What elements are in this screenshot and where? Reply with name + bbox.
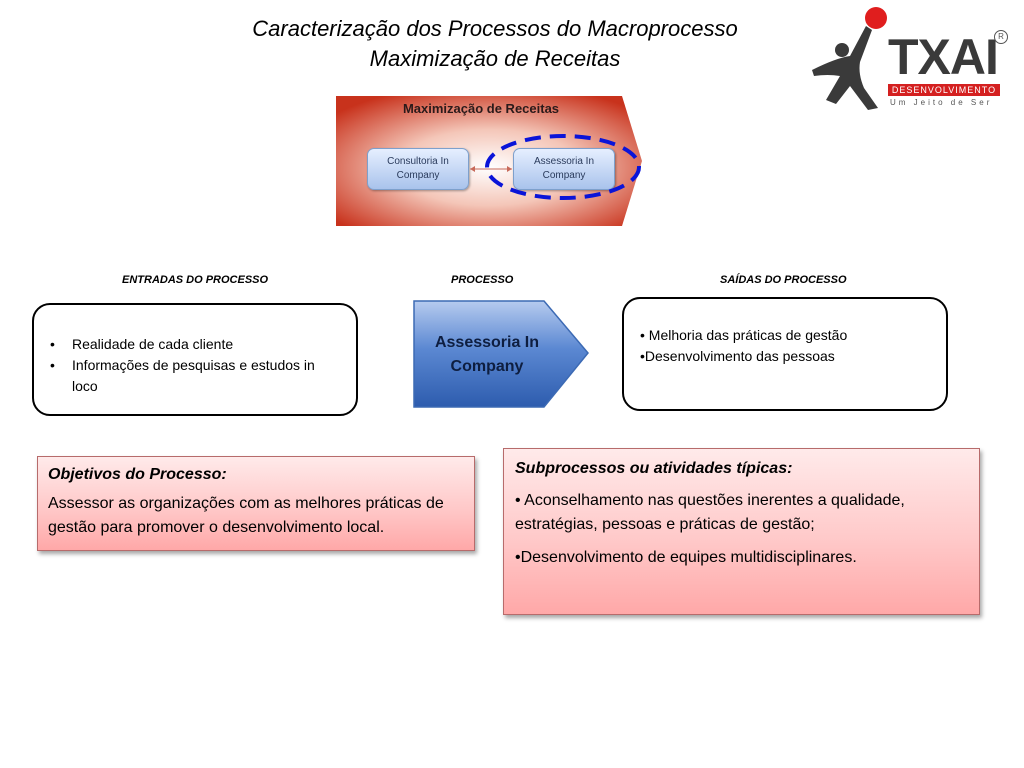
slide-title-line2: Maximização de Receitas (369, 46, 621, 71)
logo-tagline: Um Jeito de Ser (890, 98, 993, 107)
assessoria-label: Assessoria In Company (533, 156, 595, 181)
process-label-line2: Company (450, 358, 524, 375)
bullet-icon: • (50, 336, 55, 352)
inputs-header: ENTRADAS DO PROCESSO (122, 274, 269, 286)
macroprocess-diagram: Maximização de Receitas Consultoria In C… (336, 96, 642, 226)
txai-logo: TXAI R DESENVOLVIMENTO Um Jeito de Ser (806, 4, 1016, 116)
registered-mark: R (994, 30, 1008, 44)
inputs-item-text: Realidade de cada cliente (72, 336, 234, 352)
process-arrow-shape (413, 300, 589, 408)
outputs-header: SAÍDAS DO PROCESSO (720, 274, 847, 286)
slide-title-line1: Caracterização dos Processos do Macropro… (252, 16, 738, 41)
subprocesses-heading: Subprocessos ou atividades típicas: (515, 460, 793, 477)
subprocesses-item: • Aconselhamento nas questões inerentes … (515, 492, 905, 533)
outputs-item: • Melhoria das práticas de gestão (640, 327, 848, 343)
objectives-box: Objetivos do Processo: Assessor as organ… (37, 456, 475, 551)
highlight-ellipse (485, 134, 641, 200)
subprocesses-item: •Desenvolvimento de equipes multidiscipl… (515, 549, 857, 566)
inputs-list: • Realidade de cada cliente • Informaçõe… (50, 334, 344, 397)
inputs-item-text: Informações de pesquisas e estudos in lo… (72, 357, 315, 394)
consultoria-label: Consultoria In Company (387, 156, 449, 181)
outputs-box: • Melhoria das práticas de gestão •Desen… (622, 297, 948, 411)
macroprocess-title: Maximização de Receitas (402, 101, 560, 116)
connector-arrow-icon (470, 166, 512, 172)
assessoria-box: Assessoria In Company (513, 148, 615, 190)
macroprocess-overlay (470, 134, 641, 200)
logo-subtitle: DESENVOLVIMENTO (888, 84, 1000, 96)
slide-title: Caracterização dos Processos do Macropro… (180, 14, 810, 74)
inputs-item: • Informações de pesquisas e estudos in … (50, 355, 344, 397)
consultoria-box: Consultoria In Company (367, 148, 469, 190)
process-label-line1: Assessoria In (434, 334, 540, 351)
process-label: Assessoria In Company (412, 331, 562, 379)
objectives-heading: Objetivos do Processo: (48, 466, 227, 483)
objectives-text: Assessor as organizações com as melhores… (48, 495, 444, 536)
outputs-item: •Desenvolvimento das pessoas (640, 348, 835, 364)
subprocesses-box: Subprocessos ou atividades típicas: • Ac… (503, 448, 980, 615)
logo-brand: TXAI (888, 29, 999, 85)
person-figure-icon (812, 7, 887, 110)
inputs-item: • Realidade de cada cliente (50, 334, 344, 355)
inputs-box: • Realidade de cada cliente • Informaçõe… (32, 303, 358, 416)
process-arrow: Assessoria In Company (412, 299, 592, 411)
bullet-icon: • (50, 357, 55, 373)
process-header: PROCESSO (451, 274, 514, 286)
